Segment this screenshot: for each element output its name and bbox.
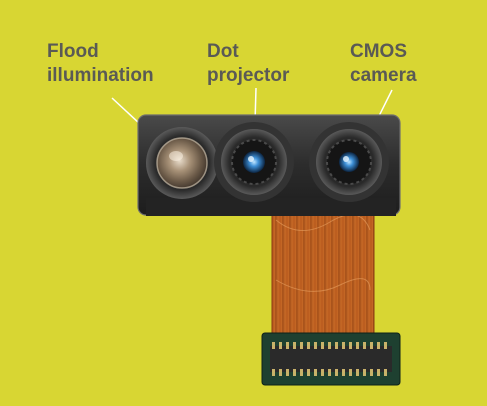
cmos-camera <box>309 122 389 202</box>
flood-label-line1: Flood <box>47 41 99 62</box>
cmos-label-line2: camera <box>350 65 417 86</box>
flood-illumination-label: Flood illumination <box>47 40 154 88</box>
flood-label-line2: illumination <box>47 65 154 86</box>
dot-projector-label: Dot projector <box>207 40 289 88</box>
flex-cable <box>271 197 375 349</box>
dot-label-line2: projector <box>207 65 290 86</box>
board-connector <box>261 332 401 386</box>
flood-illuminator <box>146 127 218 199</box>
dot-label-line1: Dot <box>207 41 239 62</box>
cmos-camera-label: CMOS camera <box>350 40 417 88</box>
cmos-label-line1: CMOS <box>350 41 407 62</box>
dot-projector <box>214 122 294 202</box>
